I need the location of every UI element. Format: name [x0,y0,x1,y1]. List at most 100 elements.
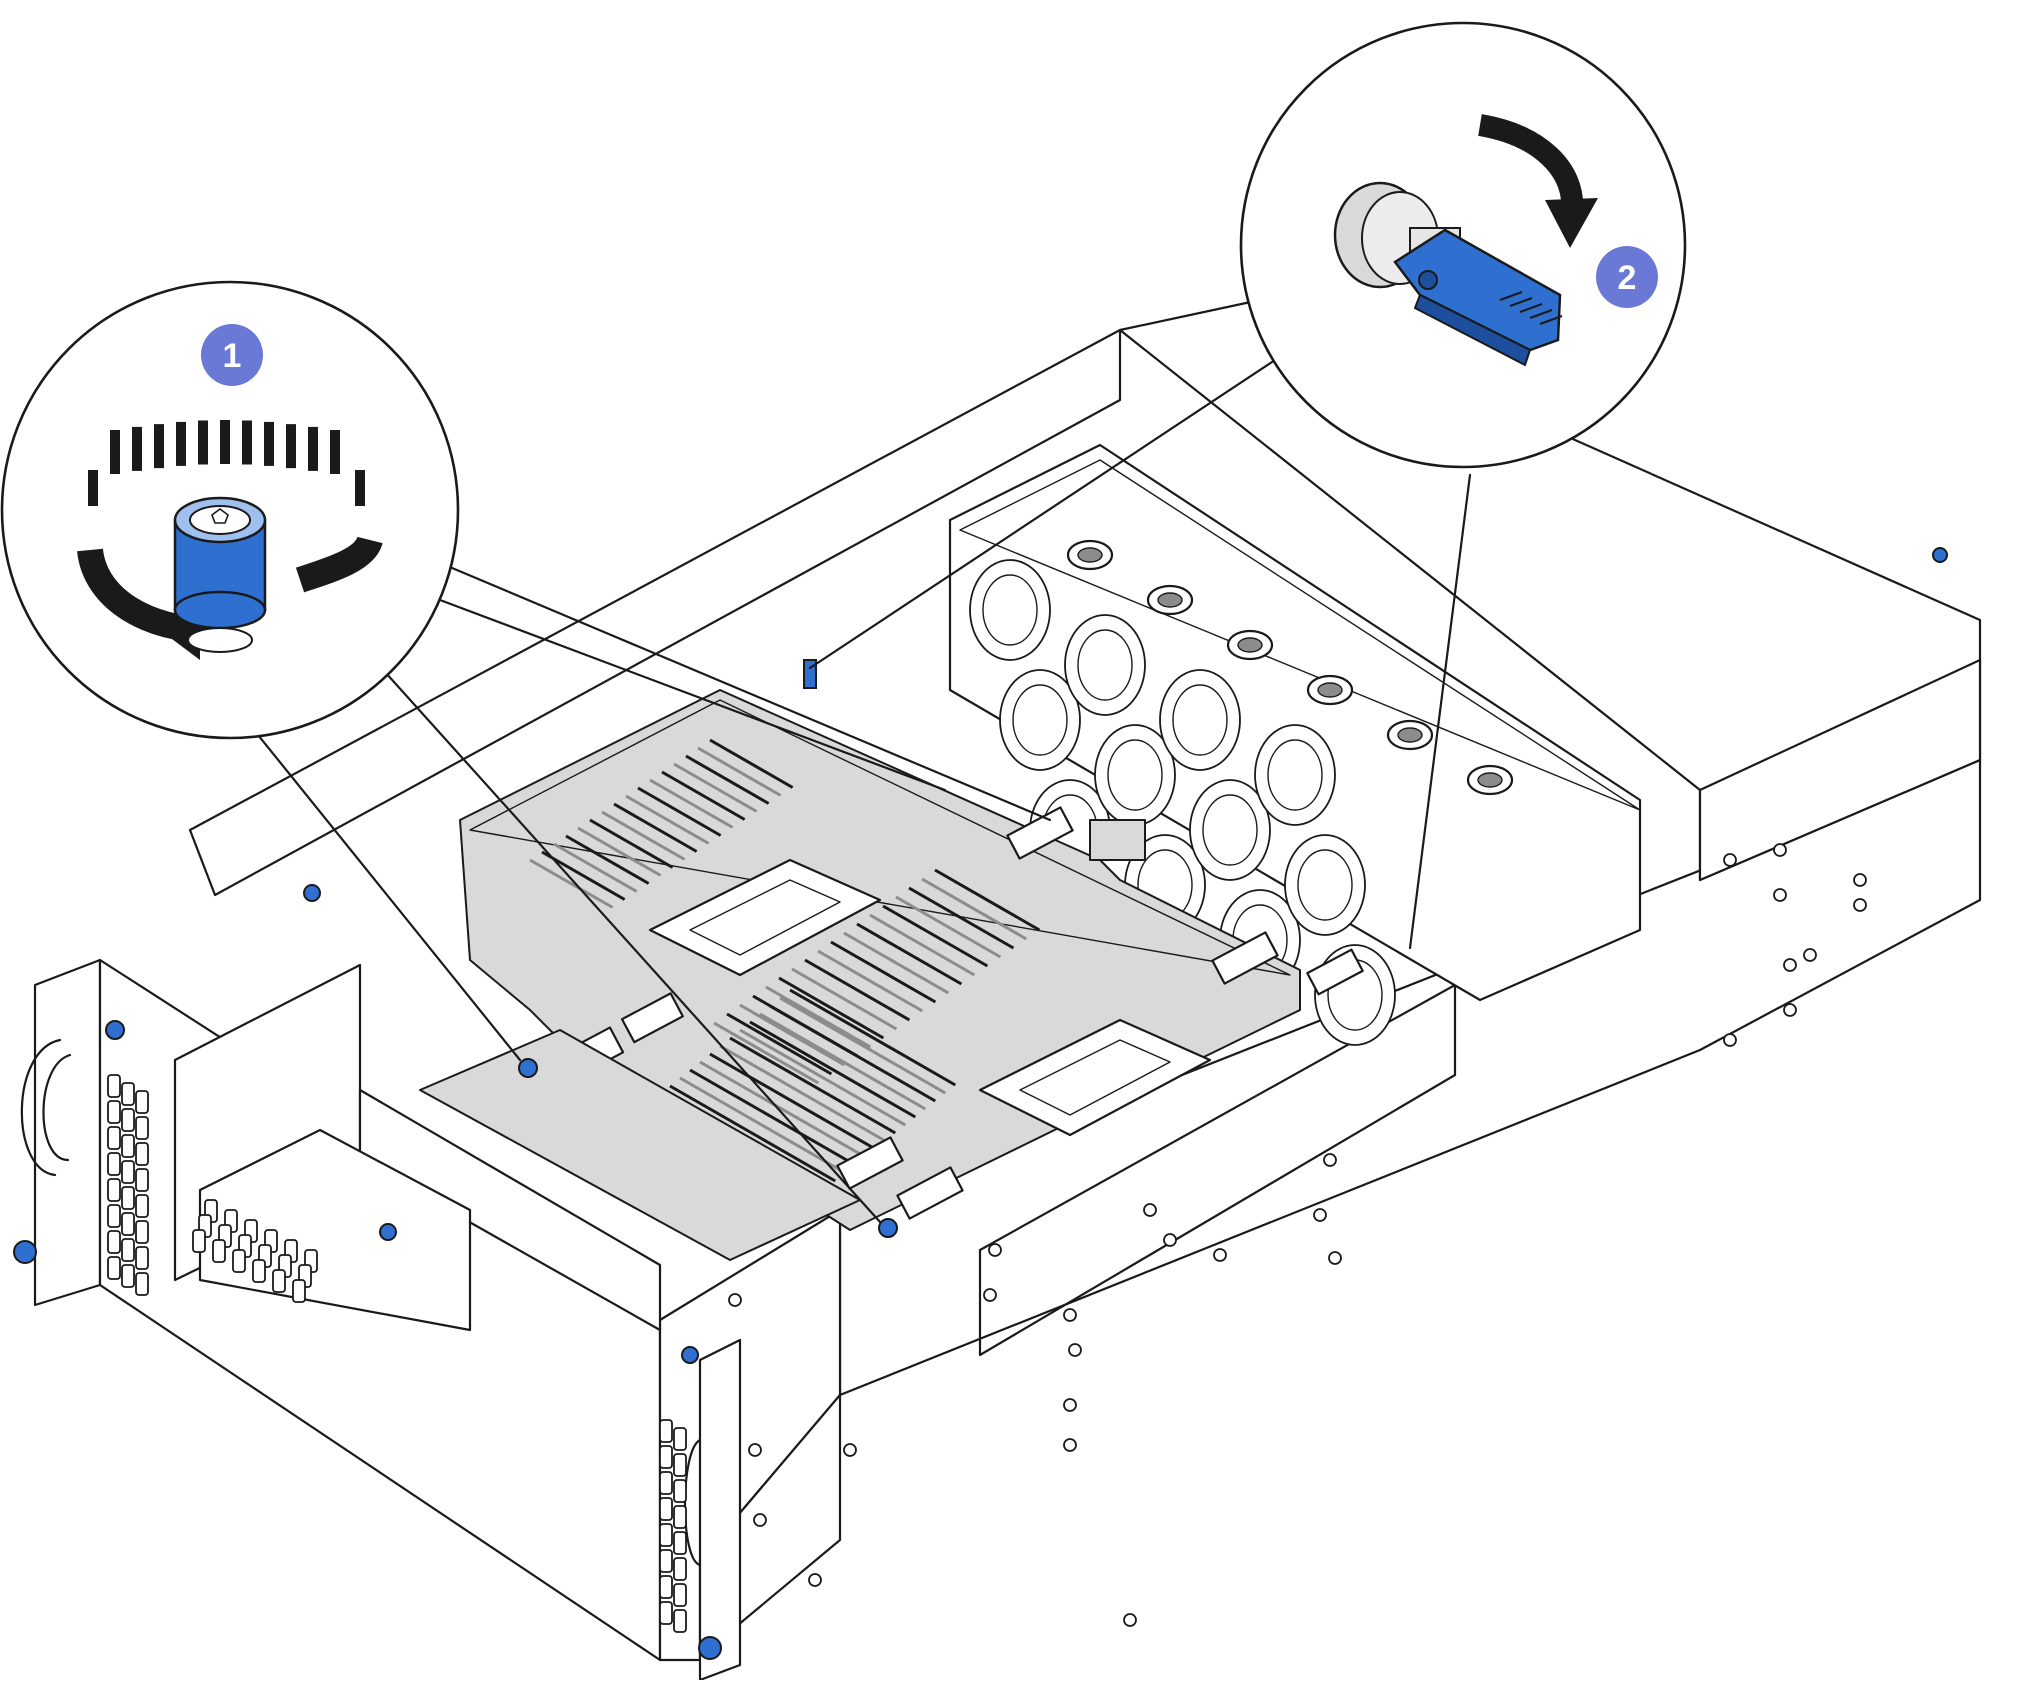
dimm-slot [529,858,614,909]
dimm-slot [589,818,674,869]
dimm-slot [759,1012,927,1111]
dimm-slot [729,1036,897,1135]
vent-slot [107,1100,121,1124]
mounting-hole [1783,1003,1797,1017]
vent-slot [232,1249,246,1273]
vent-slot [121,1082,135,1106]
dimm-slot [689,1068,857,1167]
mounting-hole [748,1443,762,1457]
callout-circle-2-detail [1239,21,1687,469]
mounting-hole [1773,843,1787,857]
vent-slot [121,1264,135,1288]
vent-slot [121,1160,135,1184]
dimm-slot [697,746,782,797]
dimm-slot [637,786,722,837]
thumbscrew-icon [303,884,321,902]
thumbscrew-icon [105,1020,125,1040]
mounting-hole [1773,888,1787,902]
mounting-hole [1323,1153,1337,1167]
fan-cage [948,443,1642,1002]
dimm-slot [625,794,710,845]
fan-icon [1254,724,1336,826]
thumbscrew-icon [698,1636,722,1660]
dimm-slot [661,770,746,821]
mounting-hole [1063,1308,1077,1322]
vent-slot [659,1445,673,1469]
right-handle [683,1438,702,1567]
fan-icon [1159,669,1241,771]
memory-module-slots [529,738,1041,1207]
vent-slot [107,1074,121,1098]
front-vent-grids [107,1074,687,1633]
mounting-hole [1063,1438,1077,1452]
callout-leader-lines [248,358,1472,1224]
vent-slot [107,1152,121,1176]
processor-socket-2 [978,1018,1212,1137]
vent-slot [135,1168,149,1192]
vent-slot [192,1229,206,1253]
vent-slot [135,1246,149,1270]
processor-socket-1 [648,858,882,977]
rotation-direction-icon [88,420,365,506]
rear-cover-block [1698,658,1982,882]
dimm-slot [577,826,662,877]
vent-slot [212,1239,226,1263]
mounting-hole [1853,898,1867,912]
mounting-hole [1143,1203,1157,1217]
vent-slot [673,1557,687,1581]
thumbscrew-icon [13,1240,37,1264]
fan-icon [969,559,1051,661]
vent-slot [121,1134,135,1158]
captive-screw-1-icon [518,1058,538,1078]
vent-slot [135,1090,149,1114]
rotate-down-arrow-icon [1477,114,1584,211]
mounting-hole [1063,1398,1077,1412]
vent-slot [121,1186,135,1210]
mounting-hole [1783,958,1797,972]
mounting-hole [808,1573,822,1587]
dimm-slot [699,1060,867,1159]
left-handle [20,1038,62,1177]
dimm-slot [921,877,1028,941]
dimm-slot [649,778,734,829]
dimm-slot [553,842,638,893]
dimm-slot [830,940,937,1004]
vent-slot [673,1505,687,1529]
lever-grip-lines [1499,291,1563,325]
dimm-slot [565,834,650,885]
vent-slot [673,1531,687,1555]
mounting-hole [983,1288,997,1302]
fan-icon [1189,779,1271,881]
dimm-slot [709,738,794,789]
mounting-hole [1803,948,1817,962]
mounting-hole [1723,1033,1737,1047]
vent-slot [272,1269,286,1293]
front-drive-cage [173,963,861,1332]
thumbscrew-icon [379,1223,397,1241]
vent-slot [659,1575,673,1599]
mounting-hole [843,1443,857,1457]
dimm-slot [789,988,957,1087]
vent-slot [659,1419,673,1443]
dimm-slot [749,1020,917,1119]
dimm-slot [804,958,911,1022]
vent-slot [659,1549,673,1573]
dimm-slot [713,1021,820,1085]
vent-slot [107,1178,121,1202]
mounting-hole [728,1293,742,1307]
dimm-slot [726,1012,833,1076]
vent-slot [292,1279,306,1303]
dimm-slot [673,762,758,813]
mounting-hole [1213,1248,1227,1262]
vent-slot [659,1471,673,1495]
vent-slot [673,1453,687,1477]
fan-icon [1064,614,1146,716]
dimm-slot [817,949,924,1013]
mounting-holes [728,843,1867,1627]
drive-cage-grid [198,1128,472,1332]
vent-slot [673,1479,687,1503]
chassis-back-wall [188,328,1122,897]
vent-slot [135,1194,149,1218]
vent-slot [252,1259,266,1283]
